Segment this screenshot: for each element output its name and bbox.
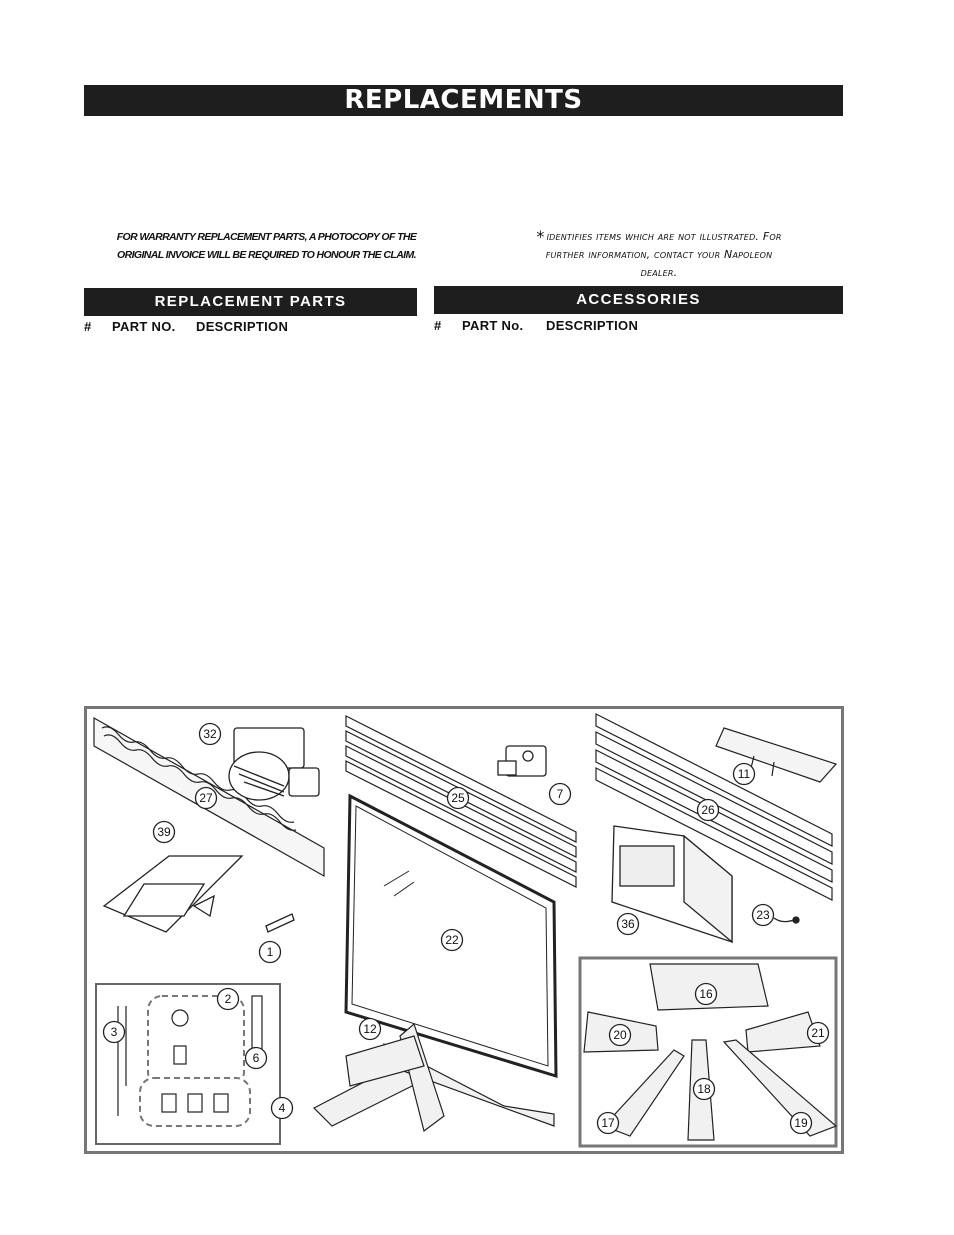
- not-illustrated-note-line: *identifies items which are not illustra…: [475, 228, 843, 246]
- callout-circle: [258, 940, 282, 964]
- igniter-illustration: [265, 913, 295, 933]
- firebox-illustration: [611, 825, 733, 944]
- callout-label: 6: [253, 1051, 260, 1065]
- column-header-description: DESCRIPTION: [196, 319, 289, 334]
- callout-circle: [694, 982, 718, 1006]
- callout-circle: [244, 1046, 268, 1070]
- callout-circle: [732, 762, 756, 786]
- warranty-note-line: FOR WARRANTY REPLACEMENT PARTS, A PHOTOC…: [116, 231, 417, 243]
- not-illustrated-note-line: dealer.: [640, 266, 678, 279]
- callout-label: 25: [451, 791, 465, 805]
- not-illustrated-note-line: further information, contact your Napole…: [545, 248, 773, 261]
- callout-circle: [446, 786, 470, 810]
- callout-label: 26: [701, 803, 715, 817]
- callout-label: 22: [445, 933, 459, 947]
- callout-label: 12: [363, 1022, 377, 1036]
- louvre-panel-illustration: [595, 713, 833, 901]
- callout-circle: [198, 722, 222, 746]
- warranty-note-line: ORIGINAL INVOICE WILL BE REQUIRED TO HON…: [117, 249, 417, 261]
- callout-circle: [152, 820, 176, 844]
- deflector-illustration: [102, 855, 244, 933]
- power-cord-illustration: [773, 916, 800, 924]
- note-text: identifies items which are not illustrat…: [546, 230, 782, 243]
- warranty-note: FOR WARRANTY REPLACEMENT PARTS, A PHOTOC…: [84, 228, 449, 264]
- not-illustrated-note: *identifies items which are not illustra…: [475, 228, 843, 282]
- ember-rocks-illustration: [583, 963, 838, 1141]
- callout-label: 11: [738, 767, 751, 781]
- callout-circle: [806, 1021, 830, 1045]
- callout-circle: [102, 1020, 126, 1044]
- log-set-illustration: [312, 1022, 555, 1133]
- callout-label: 39: [157, 825, 171, 839]
- accessories-heading: ACCESSORIES: [434, 286, 843, 314]
- callout-circle: [596, 1111, 620, 1135]
- callout-label: 21: [811, 1026, 825, 1040]
- callout-circle: [358, 1017, 382, 1041]
- column-header-part-no: PART NO.: [112, 319, 176, 334]
- callout-label: 20: [613, 1028, 627, 1042]
- column-header-number: #: [434, 318, 442, 333]
- callout-label: 16: [699, 987, 713, 1001]
- column-header-part-no: PART No.: [462, 318, 524, 333]
- callout-circle: [692, 1077, 716, 1101]
- asterisk-symbol: *: [536, 227, 545, 246]
- callout-label: 17: [601, 1116, 615, 1130]
- callout-circle: [548, 782, 572, 806]
- callout-label: 23: [756, 908, 770, 922]
- callout-circle: [789, 1111, 813, 1135]
- callout-label: 1: [267, 945, 274, 959]
- valve-illustration: [497, 745, 547, 777]
- callout-label: 4: [279, 1101, 286, 1115]
- column-header-number: #: [84, 319, 92, 334]
- valve-parts-illustration: [117, 995, 263, 1127]
- page-title: REPLACEMENTS: [84, 85, 843, 116]
- callout-label: 7: [557, 787, 564, 801]
- blower-illustration: [228, 727, 320, 801]
- callout-label: 18: [697, 1082, 711, 1096]
- replacement-parts-heading: REPLACEMENT PARTS: [84, 288, 417, 316]
- callout-circle: [440, 928, 464, 952]
- callout-circle: [216, 987, 240, 1011]
- callout-label: 36: [621, 917, 635, 931]
- callout-label: 2: [225, 992, 232, 1006]
- callout-circle: [616, 912, 640, 936]
- column-header-description: DESCRIPTION: [546, 318, 639, 333]
- callout-circle: [696, 798, 720, 822]
- callout-circle: [194, 786, 218, 810]
- callout-label: 19: [794, 1116, 808, 1130]
- callout-circle: [608, 1023, 632, 1047]
- callout-circle: [751, 903, 775, 927]
- callout-label: 27: [199, 791, 213, 805]
- callout-circle: [270, 1096, 294, 1120]
- callout-label: 32: [203, 727, 217, 741]
- callout-label: 3: [111, 1025, 118, 1039]
